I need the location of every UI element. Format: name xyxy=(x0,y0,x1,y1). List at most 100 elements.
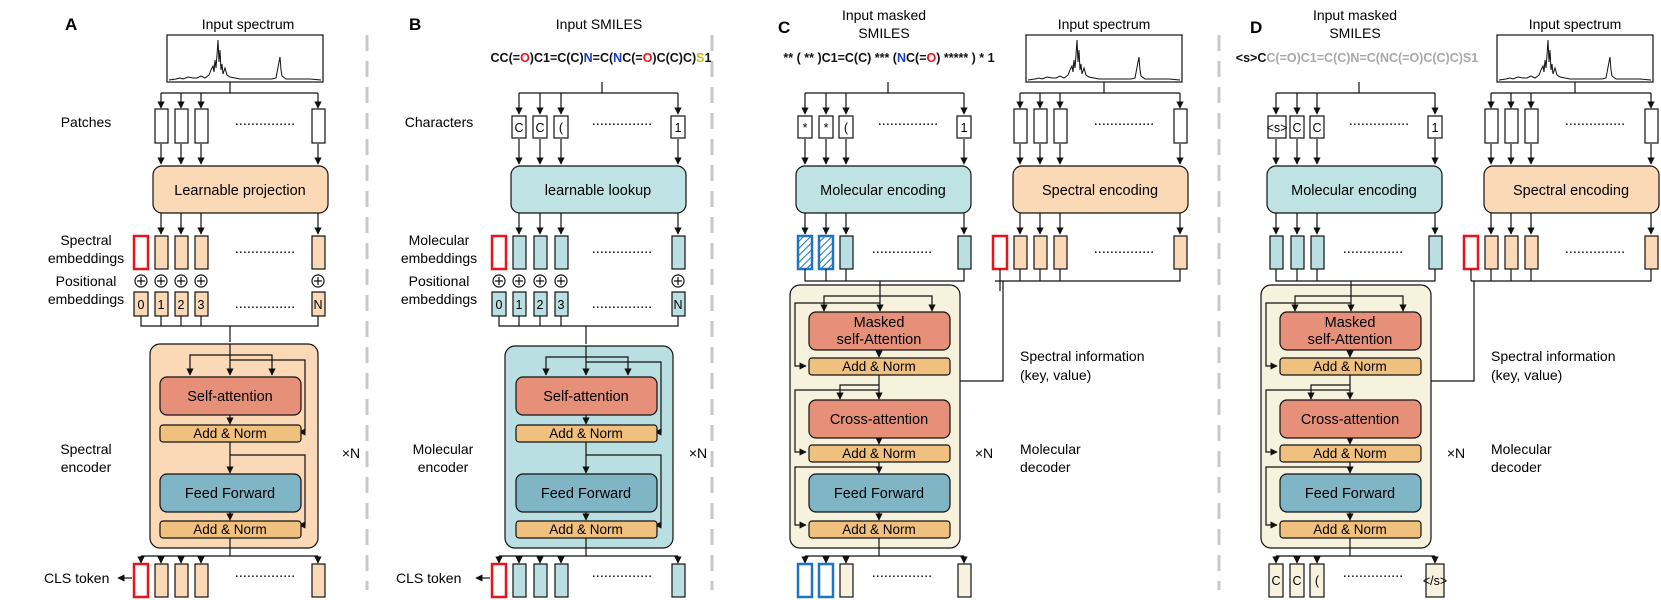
times-n-d: ×N xyxy=(1447,445,1465,461)
smiles-segment: )C1=C(C) xyxy=(530,51,584,65)
emb-dots-d: ............... xyxy=(1343,241,1403,257)
char-tokens-c xyxy=(797,115,972,139)
spectral-encoder-label-1: Spectral xyxy=(60,441,111,457)
positional-embeddings-label-b2: embeddings xyxy=(401,291,477,307)
char-2-b: ( xyxy=(559,121,564,135)
add-norm-2-label-d: Add & Norm xyxy=(1313,446,1387,461)
add-norm-2-label-c: Add & Norm xyxy=(842,446,916,461)
masked-output-1-c xyxy=(796,562,814,599)
molecular-encoding-box-c xyxy=(795,165,972,214)
cls-embedding-a xyxy=(132,234,150,271)
molecular-decoder-label-c1: Molecular xyxy=(1020,441,1081,457)
self-attention-label-a: Self-attention xyxy=(187,389,272,405)
molecular-decoder-label-d1: Molecular xyxy=(1491,441,1552,457)
learnable-projection-box xyxy=(152,165,329,214)
char-1-b: C xyxy=(535,121,544,135)
panel-d-input-title-2: SMILES xyxy=(1329,25,1380,41)
add-norm-2-label-b: Add & Norm xyxy=(549,522,623,537)
char-2-d: C xyxy=(1312,121,1321,135)
pos-3-a: 3 xyxy=(198,298,205,312)
patch-tokens-c xyxy=(1013,108,1188,144)
spectral-encoding-box-d xyxy=(1483,165,1660,214)
char-0-c: * xyxy=(803,121,808,135)
masked-self-attention-label-d1: Masked xyxy=(1325,315,1376,331)
pos-1-a: 1 xyxy=(158,298,165,312)
smiles-segment: ) ***** ) * 1 xyxy=(936,51,994,65)
panel-d: D Input masked SMILES <s>CC(=O)C1=C(C)N=… xyxy=(1236,7,1660,598)
masked-self-attention-label-d2: self-Attention xyxy=(1308,332,1393,348)
panel-c: C Input masked SMILES ** ( ** )C1=C(C) *… xyxy=(778,7,1189,599)
positional-embeddings-b xyxy=(491,291,686,317)
add-norm-2-label-a: Add & Norm xyxy=(193,522,267,537)
smiles-segment: N xyxy=(613,51,622,65)
pos-3-b: 3 xyxy=(558,298,565,312)
smiles-segment: O xyxy=(643,51,653,65)
panel-c-label: C xyxy=(778,18,790,37)
spectral-embeddings-a xyxy=(154,235,326,270)
positional-embeddings-a xyxy=(133,291,326,317)
cls-output-b xyxy=(490,562,508,599)
add-norm-1-label-d: Add & Norm xyxy=(1313,359,1387,374)
spectral-encoding-label-d: Spectral encoding xyxy=(1513,183,1629,199)
spectral-encoding-box-c xyxy=(1012,165,1189,214)
molecular-encoder-label-1: Molecular xyxy=(413,441,474,457)
smiles-segment: )C(C)C) xyxy=(652,51,696,65)
char-n-b: 1 xyxy=(675,121,682,135)
out-n-d: </s> xyxy=(1423,574,1447,588)
molecular-encoder-block xyxy=(504,345,674,549)
out-0-d: C xyxy=(1271,574,1280,588)
pos-2-a: 2 xyxy=(178,298,185,312)
char-tokens-b xyxy=(511,115,686,139)
masked-embedding-1-c xyxy=(796,234,814,271)
add-norm-1-label-a: Add & Norm xyxy=(193,426,267,441)
char-dots-d: ............... xyxy=(1349,113,1409,129)
spectral-encoder-label-2: encoder xyxy=(61,459,112,475)
learnable-lookup-box xyxy=(510,165,687,214)
masked-self-attention-label-c2: self-Attention xyxy=(837,332,922,348)
emb-dots-a: ............... xyxy=(235,241,295,257)
positional-embeddings-label-1: Positional xyxy=(56,273,117,289)
plus-ops-a xyxy=(134,274,325,288)
char-n-d: 1 xyxy=(1432,121,1439,135)
smiles-segment: C(= xyxy=(622,51,643,65)
panel-d-label: D xyxy=(1250,18,1262,37)
times-n-c: ×N xyxy=(975,445,993,461)
molecular-embeddings-c xyxy=(839,235,972,270)
patch-tokens-a xyxy=(154,108,326,144)
out-2-d: ( xyxy=(1315,574,1320,588)
panel-a-input-title: Input spectrum xyxy=(202,16,295,32)
panel-b-input-title: Input SMILES xyxy=(556,16,642,32)
cls-token-label-a: CLS token xyxy=(44,570,109,586)
smiles-segment: C(= xyxy=(906,51,927,65)
smiles-segment: ** ( ** )C1=C(C) *** ( xyxy=(783,51,897,65)
decoder-outputs-d xyxy=(1268,563,1445,598)
learnable-lookup-label: learnable lookup xyxy=(545,183,651,199)
char-1-c: * xyxy=(824,121,829,135)
input-smiles-c: ** ( ** )C1=C(C) *** (NC(=O) ***** ) * 1 xyxy=(783,51,994,65)
char-tokens-d xyxy=(1267,115,1443,139)
cls-embedding-d xyxy=(1462,234,1480,271)
pos-0-b: 0 xyxy=(496,298,503,312)
masked-self-attention-label-c1: Masked xyxy=(854,315,905,331)
smiles-segment: N xyxy=(897,51,906,65)
positional-embeddings-label-b1: Positional xyxy=(409,273,470,289)
spectrum-trace-c xyxy=(1027,39,1181,81)
add-norm-1-label-b: Add & Norm xyxy=(549,426,623,441)
spectral-embeddings-label-2: embeddings xyxy=(48,250,124,266)
molecular-decoder-label-d2: decoder xyxy=(1491,459,1542,475)
feed-forward-label-b: Feed Forward xyxy=(541,486,631,502)
out-dots-a: ............... xyxy=(235,565,295,581)
char-dots-b: ............... xyxy=(592,113,652,129)
spec-emb-dots-d: ............... xyxy=(1565,241,1625,257)
spectrum-plot xyxy=(166,34,324,83)
panel-c-input-title-1: Input masked xyxy=(842,7,926,23)
out-dots-d: ............... xyxy=(1343,565,1403,581)
pos-dots-b: ............... xyxy=(592,296,652,312)
smiles-segment: N xyxy=(584,51,593,65)
molecular-decoder-label-c2: decoder xyxy=(1020,459,1071,475)
out-1-d: C xyxy=(1292,574,1301,588)
cross-attention-label-d: Cross-attention xyxy=(1301,412,1399,428)
decoder-outputs-c xyxy=(839,563,972,598)
spectral-encoder-block xyxy=(149,343,319,549)
cls-embedding-c xyxy=(991,234,1009,271)
